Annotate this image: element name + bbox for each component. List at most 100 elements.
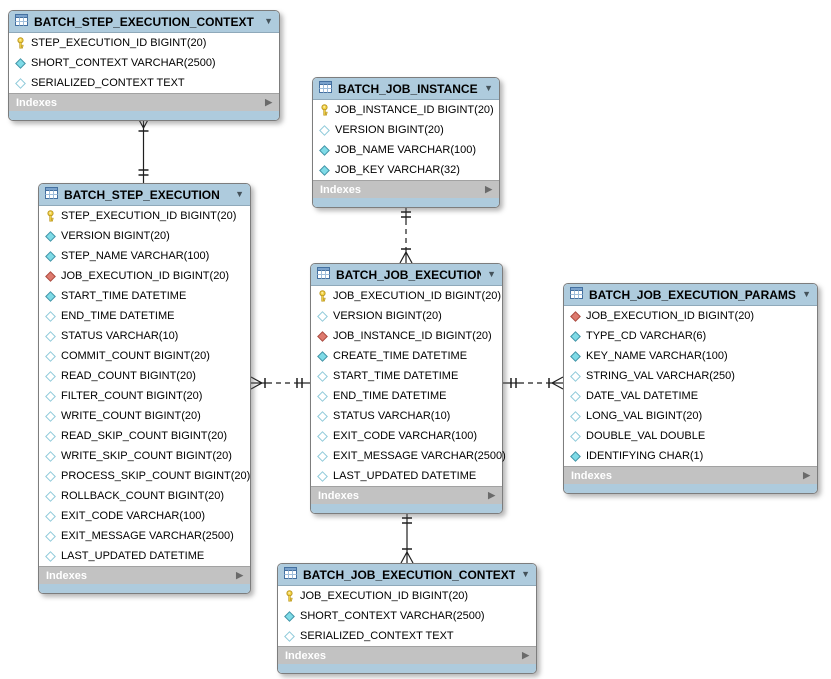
table-title: BATCH_STEP_EXECUTION_CONTEXT [34, 14, 254, 29]
collapse-caret-icon[interactable]: ▼ [487, 269, 496, 279]
indexes-bar[interactable]: Indexes▶ [9, 93, 279, 111]
column-label: TYPE_CD VARCHAR(6) [586, 330, 707, 342]
table-batch_job_execution[interactable]: BATCH_JOB_EXECUTION▼JOB_EXECUTION_ID BIG… [310, 263, 506, 514]
table-header[interactable]: BATCH_JOB_INSTANCE▼ [313, 78, 499, 100]
foreign-key-icon [45, 270, 56, 282]
expand-arrow-icon[interactable]: ▶ [522, 650, 529, 660]
column-row[interactable]: EXIT_CODE VARCHAR(100) [39, 506, 250, 526]
table-footer [39, 584, 250, 593]
column-row[interactable]: SERIALIZED_CONTEXT TEXT [9, 73, 279, 93]
column-row[interactable]: JOB_KEY VARCHAR(32) [313, 160, 499, 180]
column-row[interactable]: SHORT_CONTEXT VARCHAR(2500) [9, 53, 279, 73]
column-row[interactable]: IDENTIFYING CHAR(1) [564, 446, 817, 466]
column-row[interactable]: STEP_NAME VARCHAR(100) [39, 246, 250, 266]
column-row[interactable]: EXIT_CODE VARCHAR(100) [311, 426, 502, 446]
column-row[interactable]: JOB_INSTANCE_ID BIGINT(20) [313, 100, 499, 120]
table-header[interactable]: BATCH_JOB_EXECUTION▼ [311, 264, 502, 286]
column-row[interactable]: EXIT_MESSAGE VARCHAR(2500) [311, 446, 506, 466]
column-row[interactable]: START_TIME DATETIME [39, 286, 250, 306]
table-batch_job_execution_context[interactable]: BATCH_JOB_EXECUTION_CONTEXT ▼ JOB_EXECUTIO… [277, 563, 537, 674]
table-header[interactable]: BATCH_STEP_EXECUTION_CONTEXT ▼ [9, 11, 279, 33]
table-footer [313, 198, 499, 207]
table-footer [311, 504, 502, 513]
table-footer [564, 484, 817, 493]
column-row[interactable]: LAST_UPDATED DATETIME [39, 546, 250, 566]
indexes-bar[interactable]: Indexes▶ [564, 466, 817, 484]
column-row[interactable]: STRING_VAL VARCHAR(250) [564, 366, 817, 386]
column-row[interactable]: PROCESS_SKIP_COUNT BIGINT(20) [39, 466, 250, 486]
table-batch_step_execution[interactable]: BATCH_STEP_EXECUTION▼STEP_EXECUTION_ID B… [38, 183, 251, 594]
relationship-job-instance_job-execution[interactable] [399, 204, 413, 264]
column-row[interactable]: JOB_EXECUTION_ID BIGINT(20) [39, 266, 250, 286]
column-row[interactable]: FILTER_COUNT BIGINT(20) [39, 386, 250, 406]
table-icon [15, 13, 28, 31]
column-row[interactable]: ROLLBACK_COUNT BIGINT(20) [39, 486, 250, 506]
column-row[interactable]: COMMIT_COUNT BIGINT(20) [39, 346, 250, 366]
relationship-step-context_step-execution[interactable] [136, 116, 151, 183]
column-row[interactable]: STEP_EXECUTION_ID BIGINT(20) [39, 206, 250, 226]
indexes-bar[interactable]: Indexes▶ [311, 486, 502, 504]
table-batch_job_execution_params[interactable]: BATCH_JOB_EXECUTION_PARAMS▼JOB_EXECUTION… [563, 283, 818, 494]
column-row[interactable]: DATE_VAL DATETIME [564, 386, 817, 406]
column-row[interactable]: STATUS VARCHAR(10) [311, 406, 502, 426]
column-label: END_TIME DATETIME [61, 310, 175, 322]
column-row[interactable]: END_TIME DATETIME [39, 306, 250, 326]
column-row[interactable]: WRITE_COUNT BIGINT(20) [39, 406, 250, 426]
column-row[interactable]: JOB_NAME VARCHAR(100) [313, 140, 499, 160]
collapse-caret-icon[interactable]: ▼ [484, 83, 493, 93]
expand-arrow-icon[interactable]: ▶ [265, 97, 272, 107]
relationship-job-execution_job-execution-params[interactable] [503, 376, 564, 390]
column-row[interactable]: STATUS VARCHAR(10) [39, 326, 250, 346]
column-row[interactable]: JOB_EXECUTION_ID BIGINT(20) [564, 306, 817, 326]
column-row[interactable]: START_TIME DATETIME [311, 366, 502, 386]
table-icon [45, 186, 58, 204]
column-row[interactable]: LONG_VAL BIGINT(20) [564, 406, 817, 426]
collapse-caret-icon[interactable]: ▼ [264, 16, 273, 26]
expand-arrow-icon[interactable]: ▶ [803, 470, 810, 480]
column-row[interactable]: CREATE_TIME DATETIME [311, 346, 502, 366]
column-label: START_TIME DATETIME [333, 370, 459, 382]
column-row[interactable]: WRITE_SKIP_COUNT BIGINT(20) [39, 446, 250, 466]
collapse-caret-icon[interactable]: ▼ [235, 189, 244, 199]
required-icon [15, 57, 26, 69]
table-header[interactable]: BATCH_STEP_EXECUTION▼ [39, 184, 250, 206]
column-row[interactable]: LAST_UPDATED DATETIME [311, 466, 502, 486]
column-row[interactable]: JOB_EXECUTION_ID BIGINT(20) [311, 286, 502, 306]
indexes-bar[interactable]: Indexes▶ [278, 646, 536, 664]
table-header[interactable]: BATCH_JOB_EXECUTION_CONTEXT ▼ [278, 564, 536, 586]
relationship-step-execution_job-execution[interactable] [250, 376, 310, 390]
column-row[interactable]: STEP_EXECUTION_ID BIGINT(20) [9, 33, 279, 53]
column-label: JOB_INSTANCE_ID BIGINT(20) [335, 104, 494, 116]
table-batch_job_instance[interactable]: BATCH_JOB_INSTANCE▼ JOB_INSTANCE_ID BIGIN… [312, 77, 500, 208]
relationship-job-execution_job-execution-context[interactable] [400, 510, 414, 564]
column-row[interactable]: VERSION BIGINT(20) [39, 226, 250, 246]
column-row[interactable]: READ_COUNT BIGINT(20) [39, 366, 250, 386]
column-row[interactable]: DOUBLE_VAL DOUBLE [564, 426, 817, 446]
column-row[interactable]: TYPE_CD VARCHAR(6) [564, 326, 817, 346]
collapse-caret-icon[interactable]: ▼ [521, 569, 530, 579]
column-row[interactable]: JOB_EXECUTION_ID BIGINT(20) [278, 586, 536, 606]
collapse-caret-icon[interactable]: ▼ [802, 289, 811, 299]
column-row[interactable]: JOB_INSTANCE_ID BIGINT(20) [311, 326, 502, 346]
column-label: SHORT_CONTEXT VARCHAR(2500) [300, 610, 485, 622]
column-row[interactable]: VERSION BIGINT(20) [311, 306, 502, 326]
expand-arrow-icon[interactable]: ▶ [236, 570, 243, 580]
column-row[interactable]: READ_SKIP_COUNT BIGINT(20) [39, 426, 250, 446]
column-row[interactable]: END_TIME DATETIME [311, 386, 502, 406]
column-label: STEP_NAME VARCHAR(100) [61, 250, 210, 262]
table-title: BATCH_JOB_EXECUTION_CONTEXT [303, 567, 516, 582]
columns-list: JOB_EXECUTION_ID BIGINT(20)VERSION BIGIN… [311, 286, 506, 486]
column-row[interactable]: KEY_NAME VARCHAR(100) [564, 346, 817, 366]
expand-arrow-icon[interactable]: ▶ [488, 490, 495, 500]
indexes-label: Indexes [46, 569, 87, 582]
table-header[interactable]: BATCH_JOB_EXECUTION_PARAMS▼ [564, 284, 817, 306]
column-row[interactable]: VERSION BIGINT(20) [313, 120, 499, 140]
column-row[interactable]: SERIALIZED_CONTEXT TEXT [278, 626, 536, 646]
column-row[interactable]: SHORT_CONTEXT VARCHAR(2500) [278, 606, 536, 626]
table-batch_step_execution_context[interactable]: BATCH_STEP_EXECUTION_CONTEXT ▼ STEP_EXECUT… [8, 10, 280, 121]
expand-arrow-icon[interactable]: ▶ [485, 184, 492, 194]
indexes-bar[interactable]: Indexes ▶ [39, 566, 250, 584]
indexes-bar[interactable]: Indexes▶ [313, 180, 499, 198]
column-row[interactable]: EXIT_MESSAGE VARCHAR(2500) [39, 526, 250, 546]
